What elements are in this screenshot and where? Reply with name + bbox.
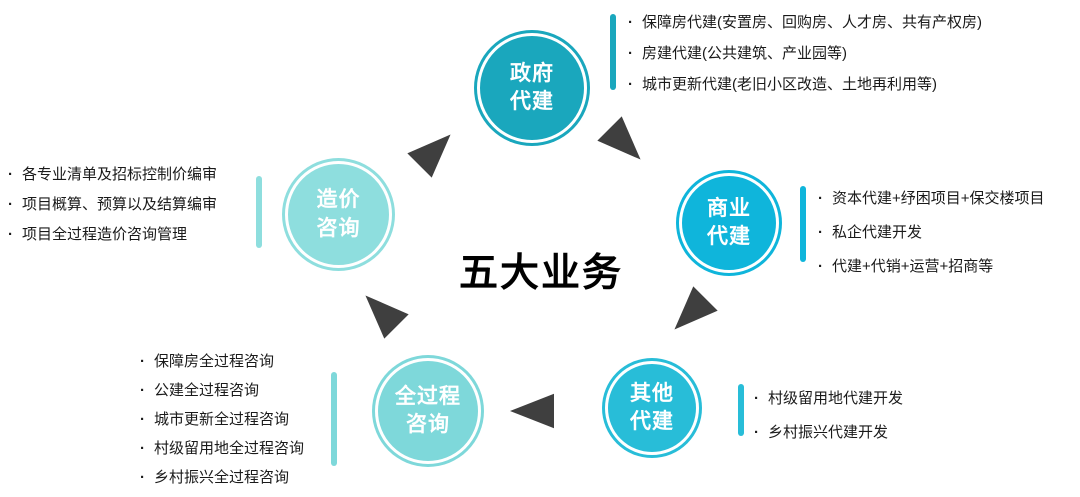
list-item: 村级留用地全过程咨询 <box>138 438 378 460</box>
cycle-arrow-icon <box>662 286 719 343</box>
list-item: 私企代建开发 <box>816 222 1078 244</box>
node-process-label: 全过程 咨询 <box>395 383 461 440</box>
list-item: 项目全过程造价咨询管理 <box>6 224 256 246</box>
list-item: 资本代建+纾困项目+保交楼项目 <box>816 188 1078 210</box>
list-item: 代建+代销+运营+招商等 <box>816 256 1078 278</box>
list-item: 城市更新代建(老旧小区改造、土地再利用等) <box>626 74 1078 96</box>
node-cost-label: 造价 咨询 <box>317 186 361 243</box>
process-items-list: 保障房全过程咨询 公建全过程咨询 城市更新全过程咨询 村级留用地全过程咨询 乡村… <box>138 351 378 496</box>
node-label-line: 商业 <box>707 196 751 220</box>
node-commercial-label: 商业 代建 <box>707 195 751 252</box>
commercial-items-list: 资本代建+纾困项目+保交楼项目 私企代建开发 代建+代销+运营+招商等 <box>816 188 1078 290</box>
list-item: 项目概算、预算以及结算编审 <box>6 194 256 216</box>
list-item: 城市更新全过程咨询 <box>138 409 378 431</box>
accent-bar-government <box>610 14 616 90</box>
node-label-line: 造价 <box>316 188 361 212</box>
other-items-list: 村级留用地代建开发 乡村振兴代建开发 <box>752 388 1052 456</box>
node-whole-process-consulting: 全过程 咨询 <box>372 355 484 467</box>
list-item: 公建全过程咨询 <box>138 380 378 402</box>
cycle-arrow-icon <box>597 116 654 173</box>
accent-bar-other <box>738 384 744 436</box>
node-label-line: 咨询 <box>406 413 450 436</box>
accent-bar-cost <box>256 176 262 248</box>
cycle-arrow-icon <box>353 283 410 340</box>
government-items-list: 保障房代建(安置房、回购房、人才房、共有产权房) 房建代建(公共建筑、产业园等)… <box>626 12 1078 105</box>
list-item: 乡村振兴代建开发 <box>752 422 1052 444</box>
list-item: 村级留用地代建开发 <box>752 388 1052 410</box>
cost-items-list: 各专业清单及招标控制价编审 项目概算、预算以及结算编审 项目全过程造价咨询管理 <box>6 164 256 254</box>
node-label-line: 咨询 <box>316 216 361 240</box>
node-label-line: 政府 <box>510 61 554 85</box>
accent-bar-commercial <box>800 186 806 262</box>
node-label-line: 代建 <box>707 225 751 248</box>
node-other-daijian: 其他 代建 <box>602 358 702 458</box>
cycle-arrow-icon <box>407 122 464 179</box>
node-other-label: 其他 代建 <box>630 380 674 437</box>
node-cost-consulting: 造价 咨询 <box>282 158 395 271</box>
node-label-line: 代建 <box>510 90 554 113</box>
node-label-line: 其他 <box>630 381 674 405</box>
node-label-line: 代建 <box>630 410 674 433</box>
list-item: 各专业清单及招标控制价编审 <box>6 164 256 186</box>
node-government-label: 政府 代建 <box>510 60 554 117</box>
node-government-daijian: 政府 代建 <box>474 30 590 146</box>
diagram-title: 五大业务 <box>458 252 623 295</box>
node-commercial-daijian: 商业 代建 <box>676 170 782 276</box>
list-item: 房建代建(公共建筑、产业园等) <box>626 43 1078 65</box>
list-item: 保障房全过程咨询 <box>138 351 378 373</box>
list-item: 乡村振兴全过程咨询 <box>138 467 378 489</box>
list-item: 保障房代建(安置房、回购房、人才房、共有产权房) <box>626 12 1078 34</box>
cycle-arrow-icon <box>510 393 554 429</box>
node-label-line: 全过程 <box>395 384 461 408</box>
